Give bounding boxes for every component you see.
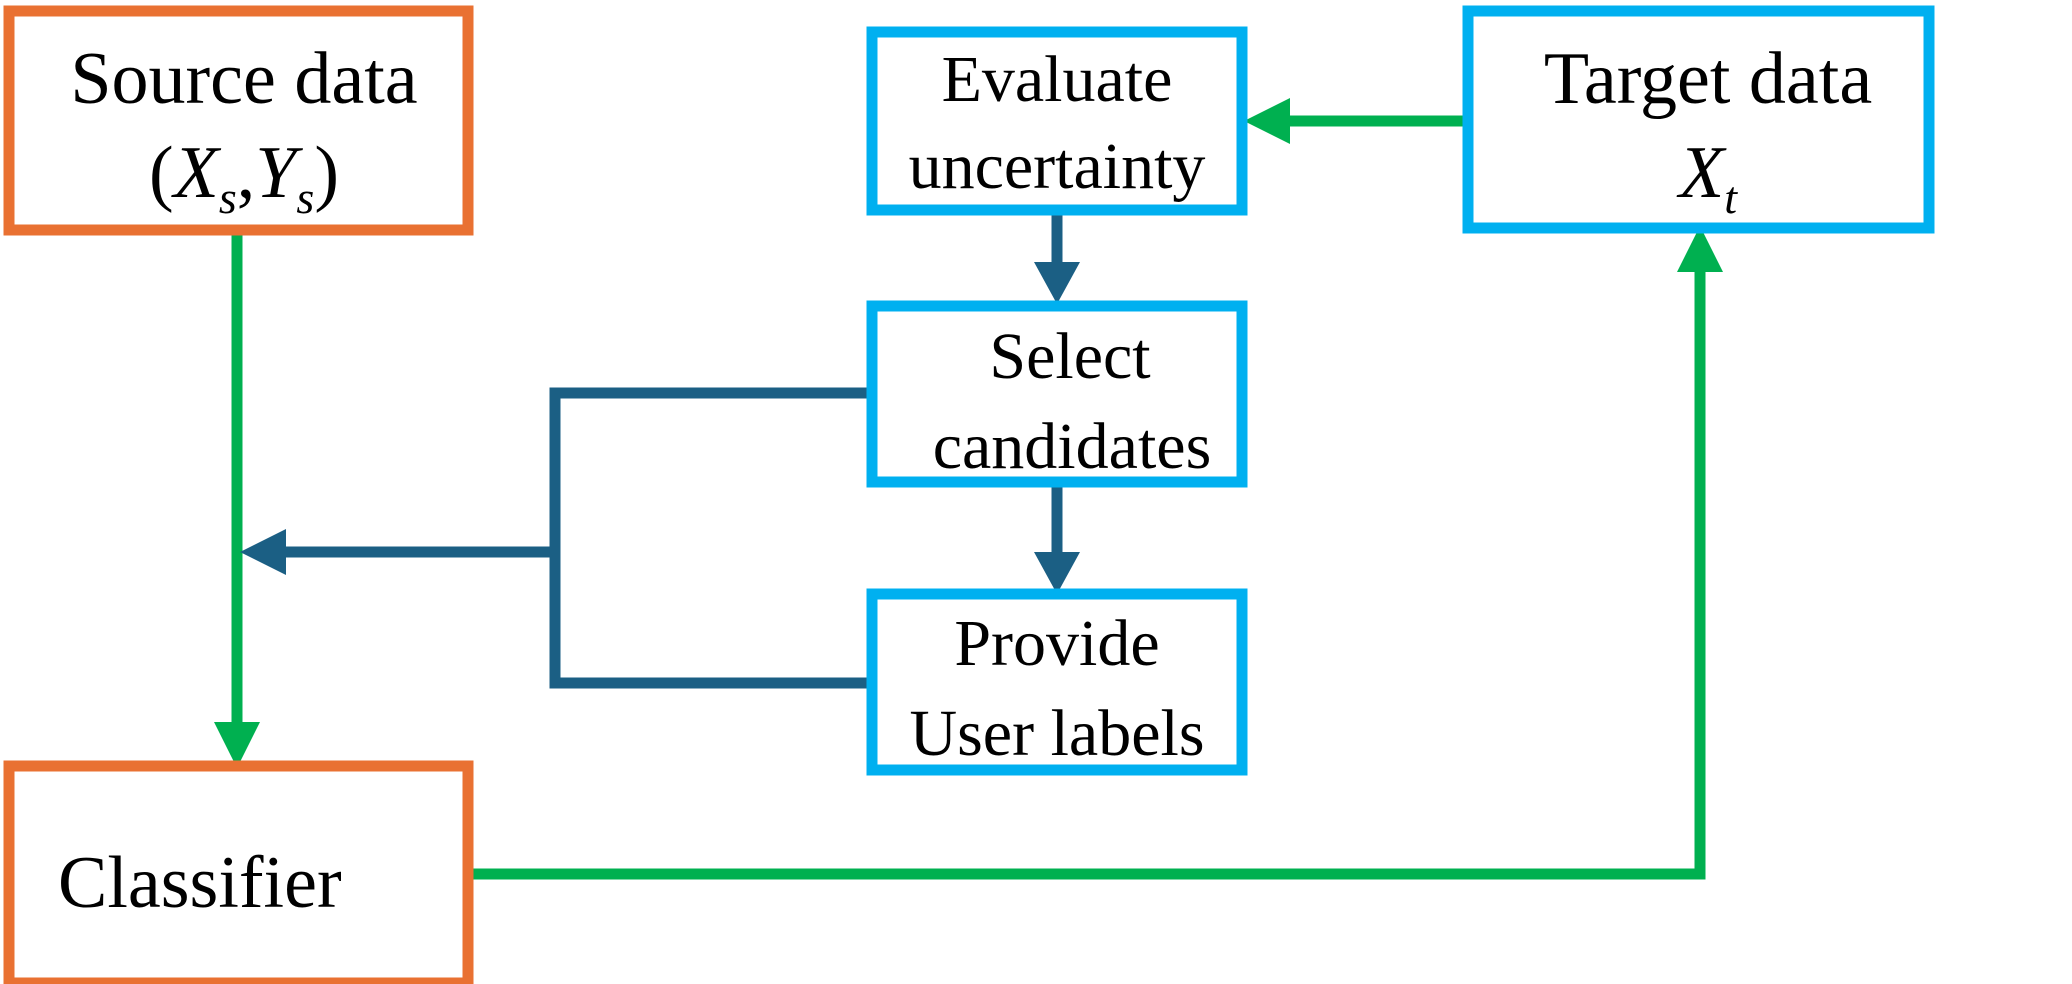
provide-user-labels-node: Provide User labels — [866, 588, 1248, 776]
classifier-to-target-arrow — [468, 226, 1723, 880]
provide-user-labels-line1: Provide — [954, 607, 1159, 680]
select-candidates-box — [866, 300, 1248, 488]
feedback-bracket-line — [549, 387, 872, 689]
evaluate-to-select-arrow — [1034, 210, 1080, 304]
evaluate-uncertainty-line1: Evaluate — [942, 43, 1173, 116]
classifier-to-target-line — [468, 262, 1706, 880]
classifier-label: Classifier — [58, 842, 342, 924]
select-candidates-node: Select candidates — [866, 300, 1248, 488]
classifier-box — [3, 760, 474, 984]
source-comma: , — [237, 132, 256, 214]
source-to-classifier-arrow — [214, 230, 260, 768]
source-x-sub: s — [219, 172, 237, 223]
target-x-var: X — [1676, 132, 1727, 214]
select-to-provide-arrow — [1034, 482, 1080, 594]
source-open-paren: ( — [149, 132, 174, 214]
target-data-box — [1462, 5, 1935, 234]
evaluate-to-select-arrowhead — [1034, 262, 1080, 304]
select-candidates-line1: Select — [989, 320, 1150, 393]
feedback-arrowhead — [240, 529, 286, 575]
select-to-provide-arrowhead — [1034, 552, 1080, 594]
source-data-box — [3, 5, 474, 236]
provide-user-labels-line2: User labels — [909, 697, 1204, 770]
source-data-node: Source data (Xs,Ys) — [3, 5, 474, 236]
select-candidates-line2: candidates — [933, 410, 1212, 483]
source-to-classifier-arrowhead — [214, 722, 260, 768]
provide-user-labels-box — [866, 588, 1248, 776]
source-close-paren: ) — [314, 132, 339, 214]
target-data-formula: Xt — [1676, 132, 1738, 223]
target-x-sub: t — [1724, 172, 1738, 223]
source-x-var: X — [171, 132, 222, 214]
source-data-formula: (Xs,Ys) — [149, 132, 339, 223]
target-to-evaluate-arrowhead — [1244, 98, 1290, 144]
feedback-bracket-arrow — [240, 387, 872, 689]
target-data-title: Target data — [1544, 38, 1872, 120]
evaluate-uncertainty-node: Evaluate uncertainty — [866, 26, 1248, 216]
classifier-node: Classifier — [3, 760, 474, 984]
source-data-title: Source data — [70, 38, 417, 120]
evaluate-uncertainty-line2: uncertainty — [909, 130, 1206, 203]
target-data-node: Target data Xt — [1462, 5, 1935, 234]
target-to-evaluate-arrow — [1244, 98, 1468, 144]
source-y-var: Y — [255, 132, 303, 214]
source-y-sub: s — [296, 172, 314, 223]
classifier-to-target-arrowhead — [1677, 226, 1723, 272]
evaluate-uncertainty-box — [866, 26, 1248, 216]
